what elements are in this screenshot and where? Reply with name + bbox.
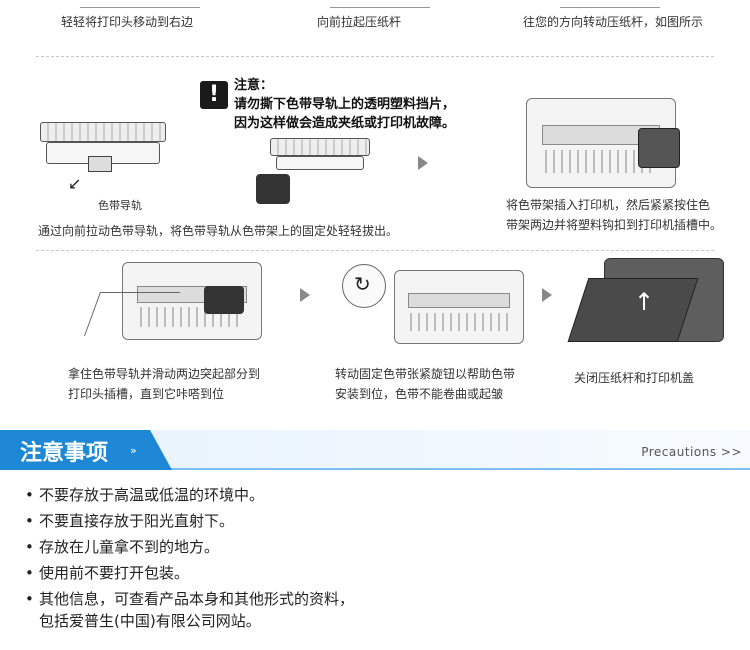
step-arrow-2 bbox=[300, 288, 310, 302]
banner-underline bbox=[150, 468, 750, 470]
middle-right-caption: 将色带架插入打印机，然后紧紧按住色 带架两边并将塑料钩扣到打印机插槽中。 bbox=[506, 195, 722, 235]
precaution-item: • 不要直接存放于阳光直射下。 bbox=[25, 510, 725, 532]
ribbon-guide-illustration bbox=[250, 134, 380, 218]
warning-line-1: 请勿撕下色带导轨上的透明塑料挡片， bbox=[234, 97, 456, 112]
top-illustration-1 bbox=[80, 0, 200, 8]
precaution-text: 使用前不要打开包装。 bbox=[39, 564, 190, 582]
divider-2 bbox=[36, 250, 714, 251]
precautions-banner: 注意事项 » Precautions >> bbox=[0, 430, 750, 470]
precaution-item: • 存放在儿童拿不到的地方。 bbox=[25, 536, 725, 558]
top-caption-3: 往您的方向转动压纸杆，如图所示 bbox=[523, 15, 704, 29]
top-caption-2: 向前拉起压纸杆 bbox=[317, 15, 402, 29]
pull-arrow-icon: ↙ bbox=[68, 174, 82, 193]
top-illustration-3 bbox=[560, 0, 660, 8]
warning-text: 注意： 请勿撕下色带导轨上的透明塑料挡片， 因为这样做会造成夹纸或打印机故障。 bbox=[234, 76, 455, 133]
bottom-caption-2-line-1: 转动固定色带张紧旋钮以帮助色带 bbox=[335, 367, 516, 381]
bottom-caption-2-line-2: 安装到位，色带不能卷曲或起皱 bbox=[335, 387, 504, 401]
ribbon-cartridge-illustration: ↙ bbox=[40, 116, 170, 196]
bullet-icon: • bbox=[25, 590, 34, 608]
close-arrow-icon: ↑ bbox=[634, 288, 655, 316]
warning-title: 注意： bbox=[234, 78, 274, 93]
step-arrow-1 bbox=[418, 156, 428, 170]
precaution-text: 其他信息，可查看产品本身和其他形式的资料， 包括爱普生(中国)有限公司网站。 bbox=[39, 590, 355, 630]
precautions-list: • 不要存放于高温或低温的环境中。 • 不要直接存放于阳光直射下。 • 存放在儿童拿不到的… bbox=[25, 484, 725, 636]
bullet-icon: • bbox=[25, 486, 34, 504]
guide-label: 色带导轨 bbox=[98, 199, 142, 212]
middle-left-caption: 通过向前拉动色带导轨，将色带导轨从色带架上的固定处轻轻拔出。 bbox=[38, 224, 399, 238]
chevron-icon: » bbox=[130, 444, 137, 457]
top-caption-1: 轻轻将打印头移动到右边 bbox=[61, 15, 194, 29]
printer-close-illustration: ↑ bbox=[567, 258, 728, 350]
precaution-text: 不要存放于高温或低温的环境中。 bbox=[39, 486, 265, 504]
banner-title-tab bbox=[0, 430, 172, 470]
precaution-text: 存放在儿童拿不到的地方。 bbox=[39, 538, 220, 556]
bullet-icon: • bbox=[25, 564, 34, 582]
rotate-knob-icon: ↻ bbox=[354, 272, 371, 296]
middle-right-caption-line-1: 将色带架插入打印机，然后紧紧按住色 bbox=[506, 198, 711, 212]
section-title: 注意事项 bbox=[20, 441, 109, 466]
bottom-caption-2: 转动固定色带张紧旋钮以帮助色带 安装到位，色带不能卷曲或起皱 bbox=[335, 364, 515, 404]
step-arrow-3 bbox=[542, 288, 552, 302]
precaution-item: • 不要存放于高温或低温的环境中。 bbox=[25, 484, 725, 506]
bullet-icon: • bbox=[25, 512, 34, 530]
warning-icon: ! bbox=[200, 81, 228, 109]
bottom-caption-1-line-1: 拿住色带导轨并滑动两边突起部分到 bbox=[68, 367, 261, 381]
precaution-text: 不要直接存放于阳光直射下。 bbox=[39, 512, 235, 530]
section-english-title: Precautions >> bbox=[641, 445, 742, 459]
printer-slide-illustration bbox=[83, 262, 272, 344]
top-illustration-2 bbox=[330, 0, 430, 8]
printer-knob-illustration: ↻ bbox=[338, 262, 528, 346]
warning-line-2: 因为这样做会造成夹纸或打印机故障。 bbox=[234, 116, 456, 131]
divider-1 bbox=[36, 56, 714, 57]
precaution-item: • 使用前不要打开包装。 bbox=[25, 562, 725, 584]
precaution-item: • 其他信息，可查看产品本身和其他形式的资料， 包括爱普生(中国)有限公司网站。 bbox=[25, 588, 725, 632]
bottom-caption-3: 关闭压纸杆和打印机盖 bbox=[574, 371, 695, 385]
middle-right-caption-line-2: 带架两边并将塑料钩扣到打印机插槽中。 bbox=[506, 218, 723, 232]
banner-background bbox=[150, 430, 750, 468]
printer-insert-illustration bbox=[506, 98, 696, 194]
bullet-icon: • bbox=[25, 538, 34, 556]
bottom-caption-1-line-2: 打印头插槽，直到它咔嗒到位 bbox=[68, 387, 225, 401]
bottom-caption-1: 拿住色带导轨并滑动两边突起部分到 打印头插槽，直到它咔嗒到位 bbox=[68, 364, 260, 404]
